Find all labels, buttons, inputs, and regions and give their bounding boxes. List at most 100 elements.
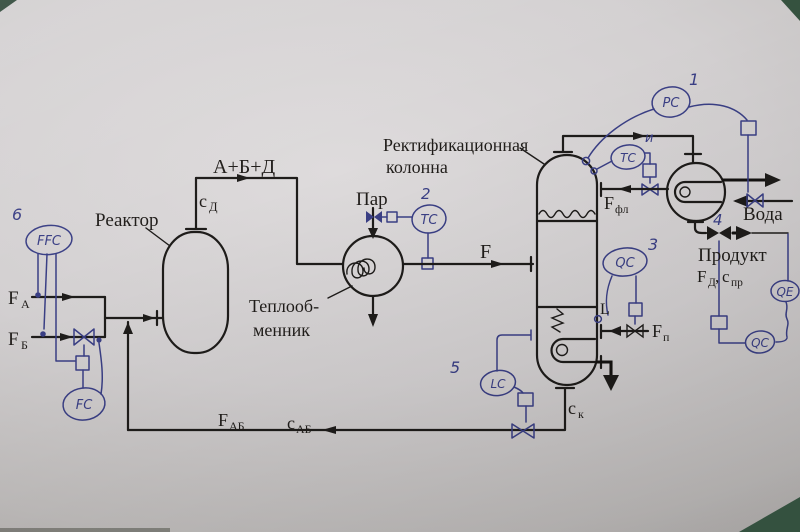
fa-flow-sensor-dot — [35, 292, 41, 298]
label-feed-f: F — [480, 241, 491, 263]
reboiler-coil — [550, 337, 597, 364]
label-fb-sub: Б — [21, 338, 28, 352]
label-product-c-sub: пр — [731, 277, 743, 289]
water-control-valve — [746, 193, 764, 208]
loop-number-1: 1 — [689, 70, 699, 89]
fp-valve-actuator-square — [628, 302, 643, 317]
condensate-out-line — [595, 354, 619, 391]
qc-bottom-loop: 3 QC — [593, 235, 658, 325]
lc-controller-label: LC — [490, 377, 506, 391]
label-hx-1: Теплооб- — [249, 296, 319, 316]
tc-reflux-bubble — [610, 144, 646, 170]
ffc-controller-label: FFC — [37, 234, 62, 249]
fb-flow-sensor-dot — [40, 331, 46, 337]
column-top-temp-tap-dot — [590, 167, 598, 175]
label-product-comma: , — [715, 267, 719, 286]
reactor-outlet-pipe — [194, 174, 345, 266]
loop-number-2: 2 — [421, 185, 431, 203]
level-tap-dot — [593, 314, 603, 324]
label-recycle-f-sub: АБ — [229, 419, 245, 433]
tc-feed-bubble — [411, 204, 447, 234]
qc-bottom-bubble — [602, 247, 648, 277]
label-column-1: Ректификационная — [383, 135, 528, 155]
qc-product-label: QC — [751, 336, 769, 350]
label-water: Вода — [743, 204, 783, 225]
label-reflux-base: F — [604, 193, 614, 213]
product-line: 4 — [686, 211, 789, 240]
column-top-pressure-tap-dot — [581, 156, 591, 166]
qe-analyzer-label: QE — [776, 285, 793, 299]
pc-pressure-loop: 1 PC — [581, 70, 757, 193]
lc-level-loop: 5 LC — [450, 329, 535, 439]
bottoms-control-valve — [511, 423, 535, 439]
reflux-valve-actuator-square — [642, 163, 657, 178]
bottoms-line — [126, 386, 567, 434]
reflux-line — [599, 181, 670, 198]
loop-mark-tc-reflux: и — [645, 131, 653, 146]
label-product-title: Продукт — [698, 245, 767, 266]
loop-number-6: 6 — [12, 205, 22, 224]
qc-bottom-label: QC — [615, 256, 635, 271]
ffc-ratio-loop: 6 FFC — [12, 205, 76, 362]
water-valve-actuator-square — [740, 120, 757, 136]
label-cd-sub: Д — [209, 200, 218, 214]
label-column-2: колонна — [386, 157, 448, 177]
label-fp-sub: п — [663, 330, 670, 344]
bottoms-valve-actuator-square — [517, 392, 534, 407]
loop-number-5: 5 — [450, 358, 460, 377]
label-fb-base: F — [8, 329, 19, 350]
pc-controller-label: PC — [663, 96, 681, 111]
label-ck-sub: к — [578, 407, 584, 421]
recycle-line — [123, 320, 133, 432]
steam-valve-actuator-square — [386, 211, 398, 223]
label-reactor: Реактор — [95, 210, 158, 231]
fc-controller-label: FC — [76, 398, 93, 413]
label-cd-base: с — [199, 191, 207, 211]
heat-exchanger — [327, 234, 405, 327]
fb-control-valve — [73, 328, 95, 357]
label-steam: Пар — [356, 189, 388, 210]
ffc-controller-bubble — [25, 224, 73, 256]
product-valve-transducer-square — [710, 315, 728, 330]
label-recycle-c-sub: АБ — [296, 422, 312, 436]
reactor — [145, 176, 230, 355]
reboiler-steam-line — [599, 323, 650, 340]
steam-control-valve — [366, 211, 382, 223]
steam-line — [366, 206, 382, 239]
label-stream-abd: А+Б+Д — [213, 156, 275, 178]
tc-reflux-label: TC — [620, 151, 636, 165]
label-fp-base: F — [652, 321, 662, 341]
label-product-c: с — [722, 267, 730, 286]
qe-analyzer-bubble — [770, 279, 800, 303]
loop-number-4: 4 — [713, 211, 723, 229]
fb-valve-actuator-square — [75, 355, 90, 371]
tc-feed-label: TC — [420, 213, 438, 228]
cooling-water-lines — [721, 173, 794, 208]
qc-product-bubble — [744, 330, 776, 354]
label-product-f: F — [697, 267, 706, 286]
label-fa-sub: А — [21, 297, 30, 311]
label-reflux-sub: фл — [615, 202, 628, 216]
loop-number-3: 3 — [648, 235, 658, 254]
label-recycle-f: F — [218, 410, 228, 430]
label-ck-base: с — [568, 398, 576, 418]
fb-downstream-sensor-dot — [96, 337, 102, 343]
printed-labels: Реактор А+Б+Д с Д Пар Теплооб- менник F … — [8, 135, 783, 436]
label-recycle-c: с — [287, 413, 295, 433]
pc-controller-bubble — [651, 86, 691, 118]
column-feed-line — [401, 255, 535, 273]
label-level: L — [600, 301, 610, 318]
fp-valve — [626, 323, 644, 339]
product-quality-loop: QE QC — [710, 233, 800, 354]
label-product-f-sub: Д — [708, 277, 716, 289]
fc-flow-loop: FC — [62, 328, 106, 421]
overhead-vapor-pipe — [561, 132, 703, 165]
label-fa-base: F — [8, 288, 19, 309]
label-hx-2: менник — [253, 320, 310, 340]
fc-controller-bubble — [62, 387, 106, 421]
tc-feed-loop: 2 TC — [381, 185, 447, 270]
rectification-column — [535, 150, 599, 390]
